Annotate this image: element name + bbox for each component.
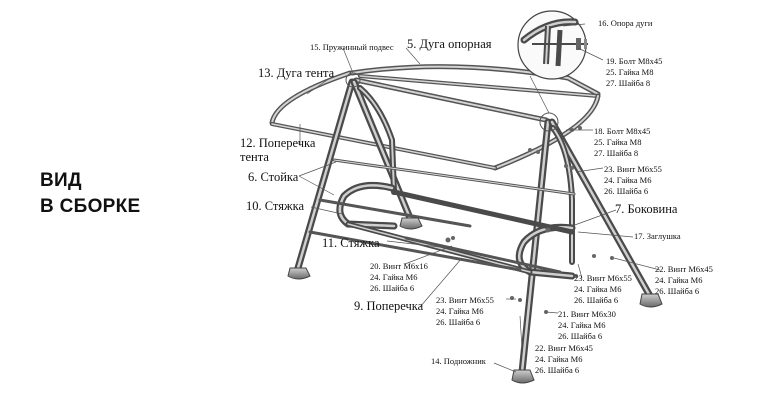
bolt-icon: [545, 227, 551, 233]
page-title-line2: В СБОРКЕ: [40, 196, 141, 217]
label-spring-hanger: 15. Пружинный подвес: [310, 42, 394, 52]
label-tie-upper: 10. Стяжка: [246, 199, 305, 213]
legs: [294, 78, 654, 376]
bolt-icon: [610, 256, 614, 260]
bolt-icon: [570, 166, 574, 170]
feet: [287, 217, 663, 384]
label-tie-lower: 11. Стяжка: [322, 236, 380, 250]
foot-right-front: [511, 369, 535, 384]
page-title-line1: ВИД: [40, 170, 82, 191]
bolt-icon: [518, 298, 522, 302]
label-arc-support: 16. Опора дуги: [598, 18, 653, 28]
bolt-icon: [451, 236, 455, 240]
bolt-icon: [445, 237, 451, 243]
label-side-frame: 7. Боковина: [615, 202, 678, 216]
crossbar-bottom: [404, 236, 562, 274]
canopy-frame: [269, 64, 601, 171]
label-support-arc: 5. Дуга опорная: [407, 37, 492, 51]
foot-left-front: [287, 267, 311, 280]
seat-frame: [308, 158, 576, 280]
bolt-icon: [564, 164, 568, 168]
label-end-cap: 17. Заглушка: [634, 231, 681, 241]
bolt-icon: [536, 150, 540, 154]
leader-lines: [298, 23, 661, 373]
tie-rod-lower: [308, 230, 522, 272]
bolt-icon: [592, 254, 596, 258]
tie-rod-upper: [318, 198, 472, 228]
label-post: 6. Стойка: [248, 170, 299, 184]
foot-left-back: [399, 217, 423, 230]
label-canopy-arc: 13. Дуга тента: [258, 66, 335, 80]
bolt-icon: [574, 274, 578, 278]
joint-detail: [345, 10, 588, 132]
bolt-icon: [510, 296, 514, 300]
label-crossbar: 9. Поперечка: [354, 299, 424, 313]
seat-rail-back: [391, 189, 575, 235]
bolt-icon: [578, 126, 582, 130]
label-foot: 14. Подножник: [431, 356, 486, 366]
bolt-icon: [528, 148, 532, 152]
foot-right-back: [639, 293, 663, 308]
